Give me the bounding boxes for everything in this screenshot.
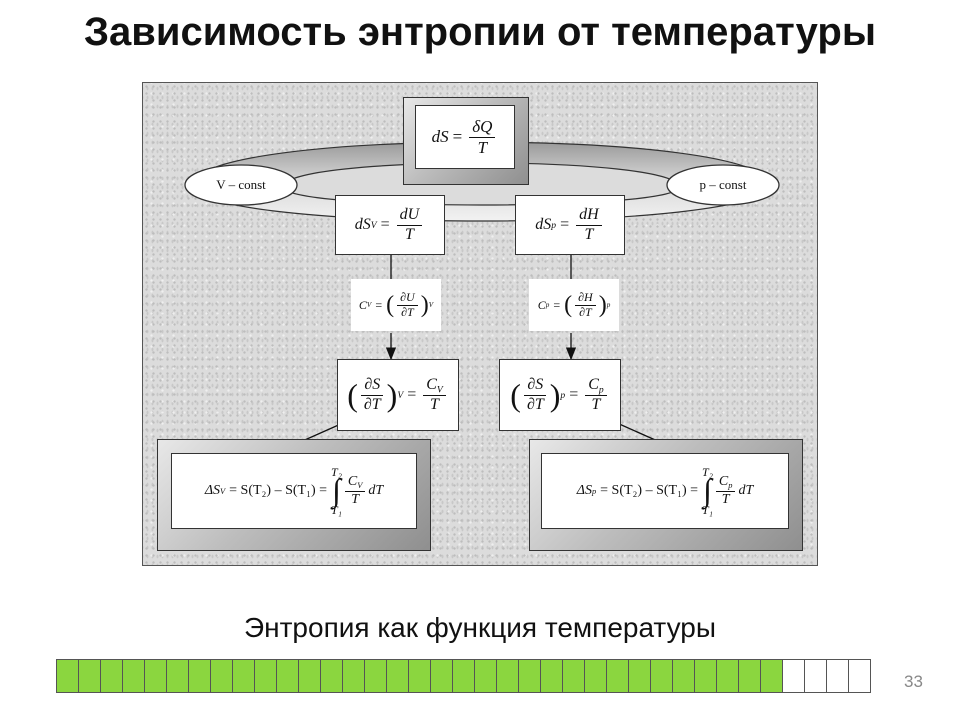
progress-cell-filled: [233, 659, 255, 693]
progress-cell-filled: [343, 659, 365, 693]
progress-cell-filled: [189, 659, 211, 693]
progress-cell-filled: [145, 659, 167, 693]
progress-cell-filled: [101, 659, 123, 693]
progress-cell-filled: [519, 659, 541, 693]
page-number: 33: [904, 672, 923, 691]
progress-cell-empty: [783, 659, 805, 693]
progress-cell-filled: [585, 659, 607, 693]
progress-cell-filled: [211, 659, 233, 693]
slide-progress-bar: [56, 659, 871, 693]
progress-cell-filled: [651, 659, 673, 693]
progress-cell-filled: [409, 659, 431, 693]
progress-cell-filled: [123, 659, 145, 693]
progress-cell-filled: [475, 659, 497, 693]
right-condition-ellipse: [666, 164, 780, 206]
progress-cell-filled: [761, 659, 783, 693]
progress-cell-filled: [497, 659, 519, 693]
progress-cell-filled: [167, 659, 189, 693]
progress-cell-filled: [255, 659, 277, 693]
progress-cell-filled: [57, 659, 79, 693]
progress-cell-filled: [79, 659, 101, 693]
progress-cell-filled: [673, 659, 695, 693]
right-condition-label: p – const: [699, 177, 747, 192]
left-condition-ellipse: [184, 164, 298, 206]
progress-cell-empty: [827, 659, 849, 693]
progress-cell-filled: [717, 659, 739, 693]
progress-cell-filled: [299, 659, 321, 693]
progress-cell-filled: [365, 659, 387, 693]
progress-cell-filled: [563, 659, 585, 693]
progress-cell-filled: [321, 659, 343, 693]
progress-cell-filled: [629, 659, 651, 693]
left-condition-label: V – const: [216, 177, 266, 192]
progress-cell-filled: [387, 659, 409, 693]
progress-cell-filled: [277, 659, 299, 693]
progress-cell-filled: [431, 659, 453, 693]
progress-cell-empty: [805, 659, 827, 693]
progress-cell-filled: [541, 659, 563, 693]
slide-caption: Энтропия как функция температуры: [244, 612, 716, 643]
progress-cell-filled: [607, 659, 629, 693]
progress-cell-empty: [849, 659, 871, 693]
progress-cell-filled: [453, 659, 475, 693]
slide-title: Зависимость энтропии от температуры: [83, 10, 876, 54]
progress-cell-filled: [695, 659, 717, 693]
progress-cell-filled: [739, 659, 761, 693]
